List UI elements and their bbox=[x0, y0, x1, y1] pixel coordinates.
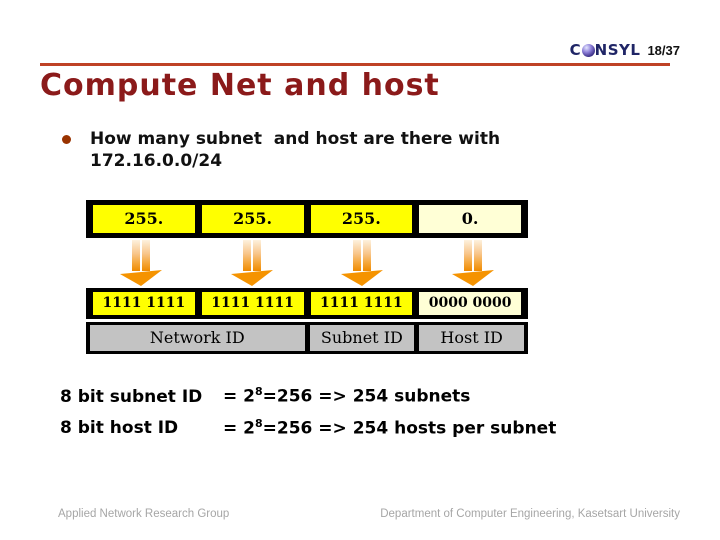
footer-left: Applied Network Research Group bbox=[58, 508, 230, 520]
subnet-equation-rhs: =256 => 254 subnets bbox=[262, 386, 471, 407]
host-id-label: Host ID bbox=[419, 325, 524, 351]
bits-cell-host: 0000 0000 bbox=[419, 292, 521, 315]
bits-cell: 1111 1111 bbox=[310, 292, 413, 315]
subnet-equation: 8 bit subnet ID = 28=256 => 254 subnets bbox=[60, 385, 556, 407]
logo-text-suffix: NSYL bbox=[594, 41, 641, 59]
down-arrow-icon bbox=[120, 240, 163, 286]
host-equation-rhs: =256 => 254 hosts per subnet bbox=[262, 418, 557, 439]
bullet-item: How many subnet and host are there with … bbox=[62, 129, 642, 173]
bits-row: 1111 1111 1111 1111 1111 1111 0000 0000 bbox=[86, 288, 528, 319]
consyl-logo: C NSYL bbox=[570, 41, 641, 59]
page-number: 18/37 bbox=[647, 42, 680, 58]
down-arrow-icon bbox=[341, 240, 384, 286]
host-equation-label: 8 bit host ID bbox=[60, 418, 179, 439]
arrow-row bbox=[86, 238, 528, 288]
bullet-text: How many subnet and host are there with … bbox=[90, 129, 500, 173]
bits-cell: 1111 1111 bbox=[201, 292, 304, 315]
down-arrow-icon bbox=[451, 240, 494, 286]
logo-sphere-icon bbox=[581, 44, 595, 57]
footer-right: Department of Computer Engineering, Kase… bbox=[380, 508, 680, 520]
bits-cell: 1111 1111 bbox=[93, 292, 195, 315]
id-label-row: Network ID Subnet ID Host ID bbox=[86, 322, 528, 354]
host-equation: 8 bit host ID = 28=256 => 254 hosts per s… bbox=[60, 417, 556, 439]
octet-row: 255. 255. 255. 0. bbox=[86, 200, 528, 238]
subnet-equation-label: 8 bit subnet ID bbox=[60, 386, 203, 407]
host-equation-exponent: 8 bbox=[255, 416, 263, 430]
header-rule bbox=[40, 63, 670, 66]
bullet-line-2: 172.16.0.0/24 bbox=[90, 150, 223, 171]
equations-block: 8 bit subnet ID= 28=256 => 254 subnets 8… bbox=[60, 385, 556, 448]
footer: Applied Network Research Group Departmen… bbox=[58, 508, 680, 520]
subnet-id-label: Subnet ID bbox=[309, 325, 415, 351]
logo-text-prefix: C bbox=[569, 41, 582, 59]
octet-cell: 255. bbox=[201, 205, 304, 233]
bullet-line-1: How many subnet and host are there with bbox=[90, 129, 501, 149]
subnet-equation-exponent: 8 bbox=[255, 385, 263, 398]
ip-address-diagram: 255. 255. 255. 0. bbox=[86, 200, 528, 354]
bullet-icon bbox=[62, 135, 71, 144]
page-title: Compute Net and host bbox=[40, 68, 440, 103]
octet-cell: 255. bbox=[310, 205, 413, 233]
host-equation-lhs: = 2 bbox=[223, 418, 255, 439]
header: C NSYL 18/37 bbox=[570, 41, 680, 59]
down-arrow-icon bbox=[230, 240, 273, 286]
network-id-label: Network ID bbox=[90, 325, 305, 351]
subnet-equation-lhs: = 2 bbox=[223, 386, 255, 407]
octet-cell: 255. bbox=[93, 205, 195, 233]
octet-cell-host: 0. bbox=[419, 205, 521, 233]
